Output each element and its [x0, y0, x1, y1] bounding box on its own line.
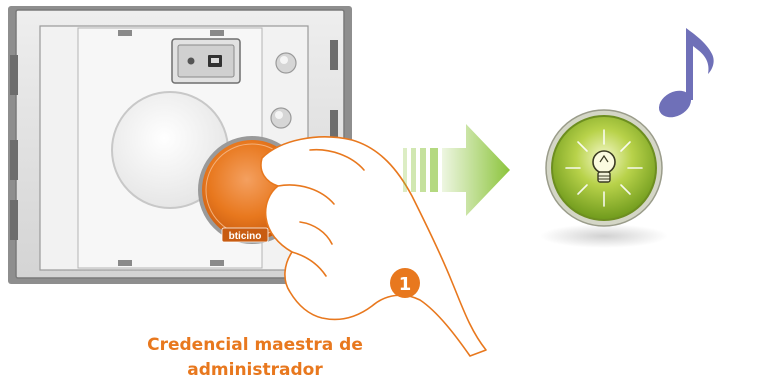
music-note-icon	[658, 28, 714, 118]
caption-line-1: Credencial maestra de	[147, 335, 363, 355]
hand-icon	[260, 136, 487, 357]
arrow-right-icon	[403, 124, 510, 216]
step-badge: 1	[390, 268, 420, 298]
light-bulb-icon	[592, 150, 616, 183]
usb-port-icon	[171, 38, 241, 84]
svg-text:1: 1	[399, 274, 412, 295]
card-brand-label: bticino	[229, 231, 262, 242]
credential-caption: Credencial maestra de administrador	[120, 333, 390, 383]
caption-line-2: administrador	[187, 360, 323, 380]
status-indicator	[545, 109, 663, 227]
